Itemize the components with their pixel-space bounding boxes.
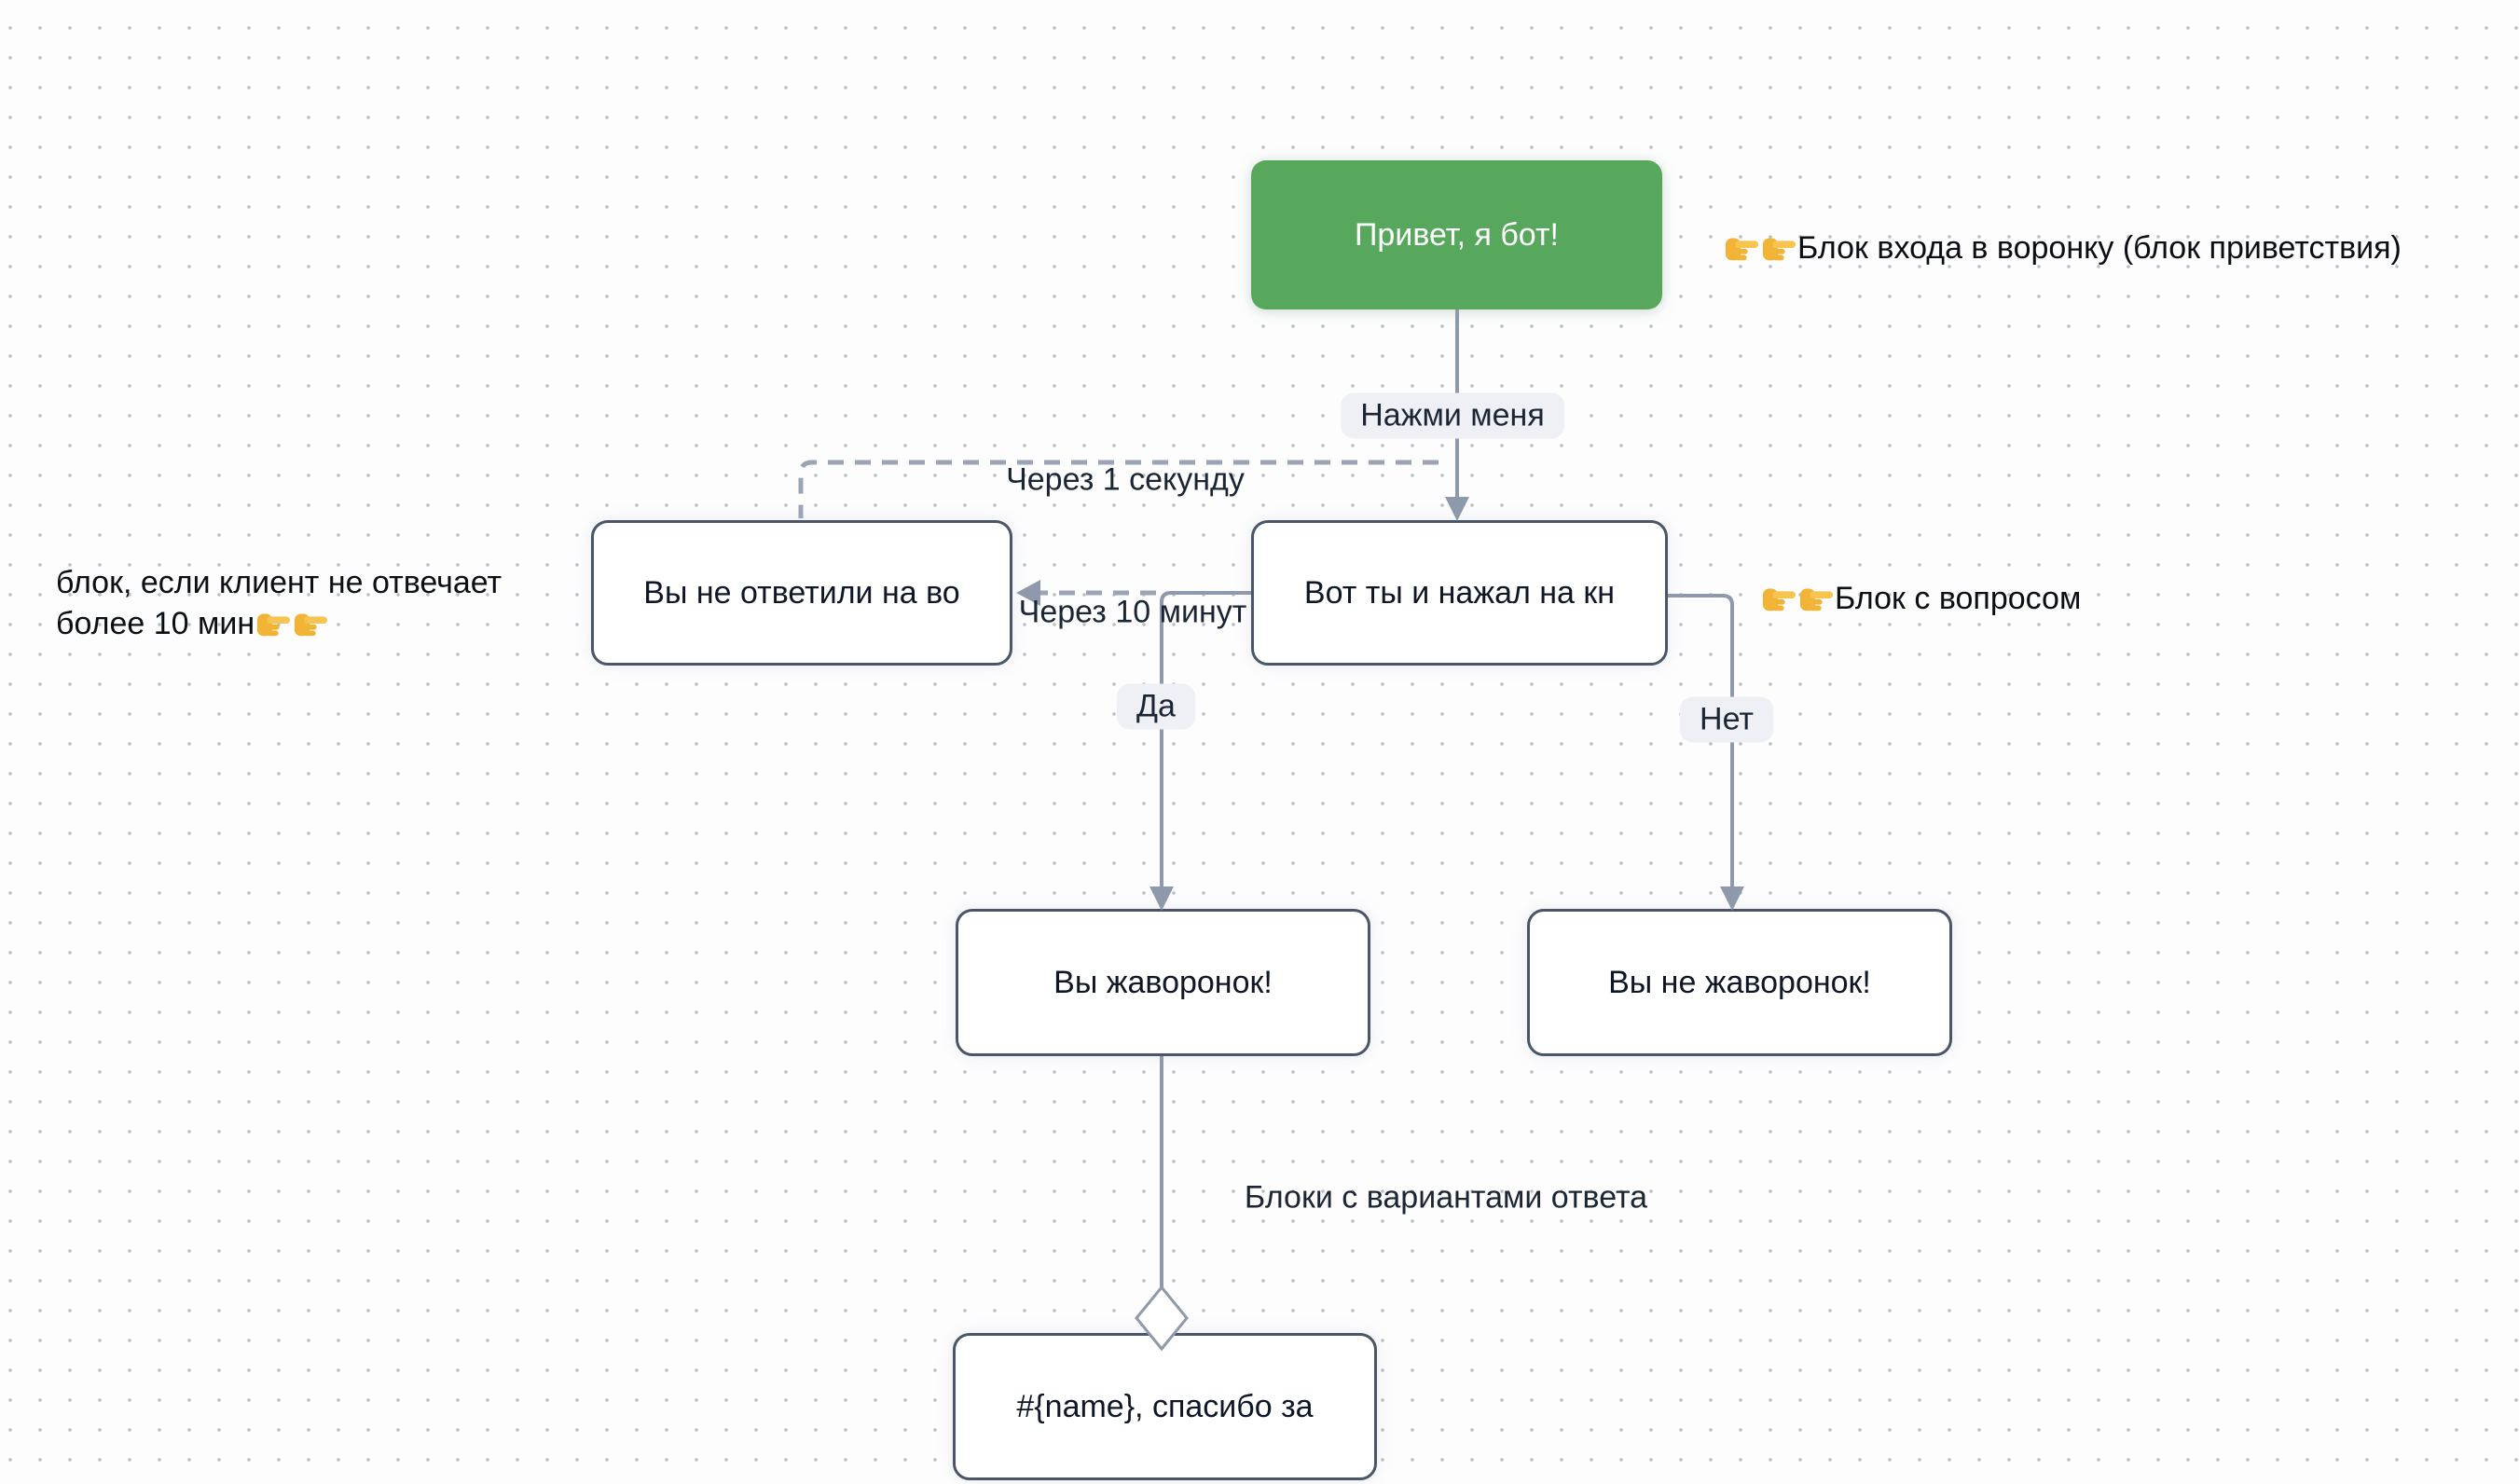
annotation-question: Блок с вопросом — [1760, 578, 2081, 619]
node-not-lark[interactable]: Вы не жаворонок! — [1527, 909, 1952, 1056]
node-lark[interactable]: Вы жаворонок! — [956, 909, 1370, 1056]
node-no-reply[interactable]: Вы не ответили на во — [591, 520, 1012, 666]
pointing-right-icon — [1762, 588, 1796, 611]
edge-label-after-1-second[interactable]: Через 1 секунду — [1006, 461, 1245, 498]
annotation-no-reply-line2: более 10 мин — [56, 603, 502, 644]
node-lark-label: Вы жаворонок! — [1053, 964, 1273, 1000]
pointing-right-icon — [1799, 588, 1834, 611]
annotation-greeting-text: Блок входа в воронку (блок приветствия) — [1797, 230, 2402, 266]
node-greeting-label: Привет, я бот! — [1354, 216, 1559, 253]
arrowhead-question-top-icon — [1445, 497, 1469, 521]
edge-label-press-me[interactable]: Нажми меня — [1341, 392, 1564, 439]
node-not-lark-label: Вы не жаворонок! — [1608, 964, 1871, 1000]
annotation-greeting: Блок входа в воронку (блок приветствия) — [1723, 227, 2402, 268]
node-question-label: Вот ты и нажал на кн — [1303, 574, 1616, 611]
annotation-no-reply: блок, если клиент не отвечает более 10 м… — [56, 562, 502, 644]
arrowhead-not-lark-top-icon — [1720, 886, 1744, 911]
node-greeting[interactable]: Привет, я бот! — [1251, 160, 1662, 309]
node-question[interactable]: Вот ты и нажал на кн — [1251, 520, 1668, 666]
pointing-right-icon — [1762, 238, 1796, 261]
edge-label-yes[interactable]: Да — [1117, 683, 1195, 730]
edge-label-no[interactable]: Нет — [1680, 696, 1773, 743]
edge-label-after-10-minutes[interactable]: Через 10 минут — [1018, 594, 1247, 630]
pointing-right-icon — [295, 613, 328, 637]
node-thanks-label: #{name}, спасибо за — [1016, 1388, 1314, 1424]
edge-yes-branch — [1160, 591, 1251, 904]
arrowhead-lark-top-icon — [1149, 886, 1174, 911]
node-no-reply-label: Вы не ответили на во — [643, 574, 960, 611]
edge-label-answer-options: Блоки с вариантами ответа — [1244, 1179, 1648, 1216]
annotation-question-text: Блок с вопросом — [1835, 581, 2082, 616]
edge-no-branch — [1668, 594, 1734, 904]
annotation-no-reply-line2-text: более 10 мин — [56, 606, 255, 641]
pointing-right-icon — [1725, 238, 1759, 261]
pointing-right-icon — [257, 613, 291, 637]
annotation-no-reply-line1: блок, если клиент не отвечает — [56, 565, 502, 600]
node-thanks[interactable]: #{name}, спасибо за — [953, 1333, 1377, 1480]
